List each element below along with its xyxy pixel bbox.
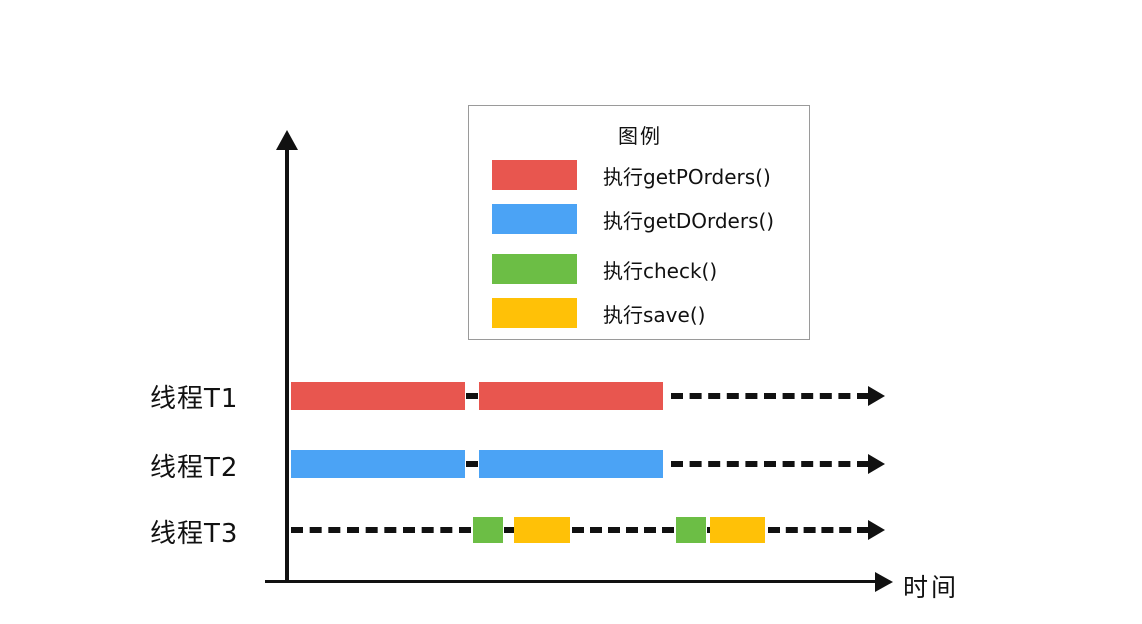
legend-label-save: 执行save()	[603, 302, 706, 327]
x-axis-arrow-icon	[875, 572, 893, 592]
bar-t3-save-2	[710, 517, 765, 543]
gap-dash-t2	[466, 461, 478, 467]
thread-label-t1: 线程T1	[150, 384, 239, 414]
bar-t2-getdorders-1	[291, 450, 465, 478]
gap-dash-t1	[466, 393, 478, 399]
legend-swatch-red	[492, 160, 577, 190]
timeline-arrow-t3-icon	[868, 520, 885, 540]
thread-label-t3: 线程T3	[150, 519, 239, 549]
legend-swatch-blue	[492, 204, 577, 234]
idle-line-t3-b	[572, 527, 674, 533]
bar-t1-getporders-1	[291, 382, 465, 410]
idle-line-t3-c	[768, 527, 869, 533]
legend-title: 图例	[618, 124, 662, 148]
legend-label-getdorders: 执行getDOrders()	[603, 208, 775, 233]
legend-label-getporders: 执行getPOrders()	[603, 164, 771, 189]
timeline-arrow-t2-icon	[868, 454, 885, 474]
idle-line-t3-a	[291, 527, 471, 533]
bar-t3-check-2	[676, 517, 706, 543]
y-axis-arrow-icon	[276, 130, 298, 150]
legend-swatch-yellow	[492, 298, 577, 328]
legend-box: 图例 执行getPOrders() 执行getDOrders() 执行check…	[468, 105, 810, 340]
idle-line-t1	[671, 393, 869, 399]
bar-t1-getporders-2	[479, 382, 663, 410]
y-axis-line	[285, 145, 289, 583]
gap-dash-t3-b	[707, 527, 711, 533]
bar-t3-check-1	[473, 517, 503, 543]
legend-label-check: 执行check()	[603, 258, 718, 283]
legend-item-getporders: 执行getPOrders()	[492, 158, 792, 192]
thread-label-t2: 线程T2	[150, 453, 239, 483]
timeline-arrow-t1-icon	[868, 386, 885, 406]
idle-line-t2	[671, 461, 869, 467]
bar-t3-save-1	[514, 517, 570, 543]
legend-item-getdorders: 执行getDOrders()	[492, 202, 792, 236]
gap-dash-t3-a	[504, 527, 514, 533]
legend-item-save: 执行save()	[492, 296, 792, 330]
x-axis-line	[265, 580, 877, 583]
bar-t2-getdorders-2	[479, 450, 663, 478]
legend-item-check: 执行check()	[492, 252, 792, 286]
x-axis-label: 时间	[903, 573, 960, 602]
legend-swatch-green	[492, 254, 577, 284]
